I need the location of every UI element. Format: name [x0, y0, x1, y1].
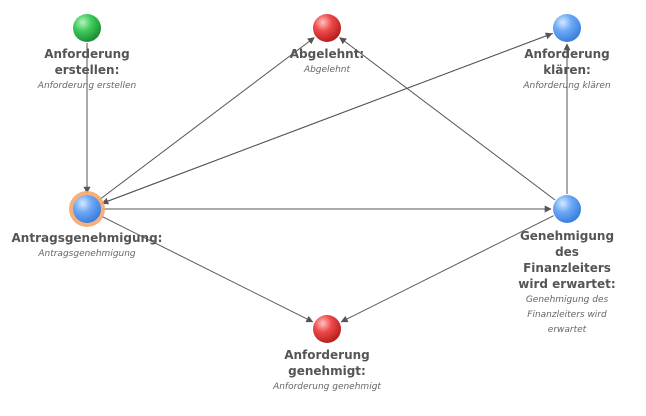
node-subtitle: Anforderung klären — [523, 81, 611, 91]
node-title: Antragsgenehmigung: — [11, 231, 163, 245]
edge-antragsgenehmigung-to-abgelehnt — [98, 37, 315, 201]
node-title: Anforderung klären: — [524, 47, 610, 77]
node-title: Abgelehnt: — [289, 47, 365, 61]
node-subtitle: Anforderung genehmigt — [273, 382, 381, 392]
node-title: Anforderung genehmigt: — [284, 348, 370, 378]
node-subtitle: Antragsgenehmigung — [38, 249, 136, 259]
node-anforderung-genehmigt[interactable] — [313, 315, 341, 343]
node-anforderung-klaeren[interactable] — [553, 14, 581, 42]
edge-antragsgenehmigung-to-anforderung-genehmigt — [100, 215, 314, 323]
edge-genehmigung-finanzleiter-to-abgelehnt — [339, 37, 556, 201]
node-genehmigung-finanzleiter[interactable] — [553, 195, 581, 223]
node-label-anforderung-genehmigt: Anforderung genehmigt: Anforderung genehm… — [267, 347, 387, 395]
node-label-abgelehnt: Abgelehnt: Abgelehnt — [272, 46, 382, 78]
node-title: Genehmigung des Finanzleiters wird erwar… — [518, 229, 616, 291]
node-label-antragsgenehmigung: Antragsgenehmigung: Antragsgenehmigung — [2, 230, 172, 262]
node-anforderung-erstellen[interactable] — [73, 14, 101, 42]
node-subtitle: Anforderung erstellen — [37, 81, 137, 91]
node-label-anforderung-erstellen: Anforderung erstellen: Anforderung erstel… — [32, 46, 142, 94]
node-abgelehnt[interactable] — [313, 14, 341, 42]
node-subtitle: Genehmigung des Finanzleiters wird erwar… — [525, 295, 609, 335]
node-label-genehmigung-finanzleiter: Genehmigung des Finanzleiters wird erwar… — [512, 228, 622, 338]
edge-anforderung-klaeren-to-antragsgenehmigung — [101, 32, 554, 205]
node-title: Anforderung erstellen: — [44, 47, 130, 77]
node-label-anforderung-klaeren: Anforderung klären: Anforderung klären — [512, 46, 622, 94]
node-subtitle: Abgelehnt — [303, 65, 351, 75]
edge-genehmigung-finanzleiter-to-anforderung-genehmigt — [340, 215, 554, 323]
node-antragsgenehmigung[interactable] — [73, 195, 101, 223]
